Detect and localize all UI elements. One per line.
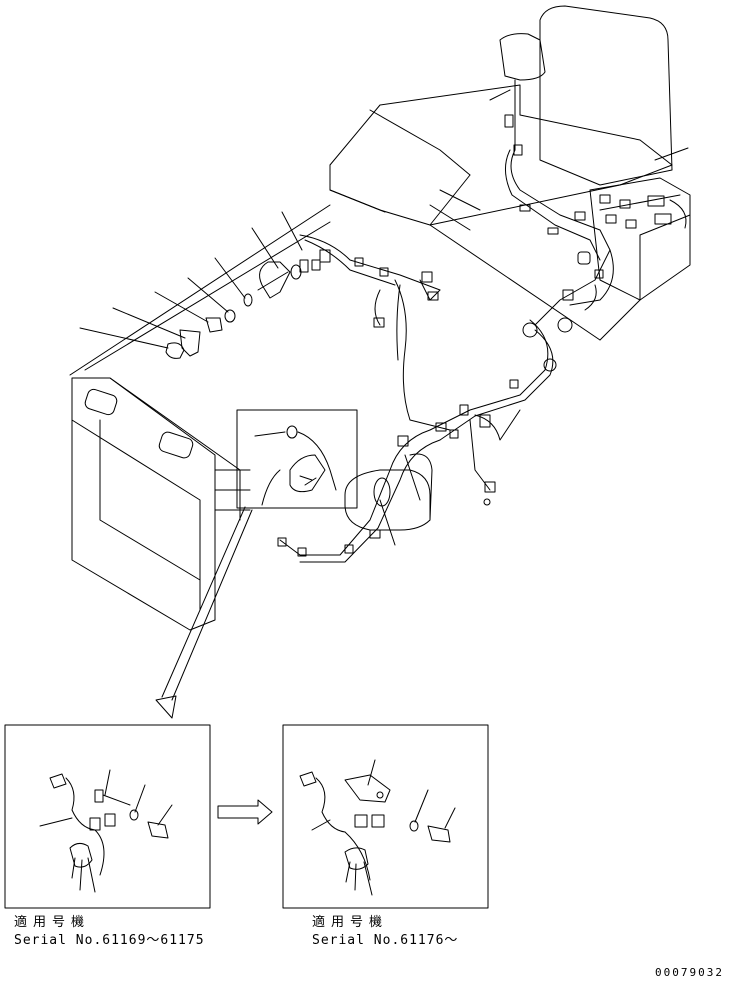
starter-motor <box>344 453 433 531</box>
operator-seat <box>329 5 673 231</box>
detail-inset-box <box>236 409 358 509</box>
transition-arrow <box>217 799 273 825</box>
floor-deck <box>69 204 641 376</box>
detail-panel-2-drawing <box>282 724 489 909</box>
exploded-parts <box>165 259 309 359</box>
detail-panel-1-drawing <box>4 724 211 909</box>
control-box <box>589 177 691 301</box>
radiator-grille <box>71 377 251 631</box>
main-wiring-harness <box>279 79 614 563</box>
leader-lines <box>79 89 689 546</box>
detail-arrow <box>155 506 253 719</box>
harness-connectors <box>277 114 604 557</box>
document-number: 00079032 <box>655 966 724 979</box>
panel-2-applicable-label: 適用号機 <box>312 915 389 930</box>
panel-2-serial-range: Serial No.61176～ <box>312 933 459 948</box>
panel-1-serial-range: Serial No.61169～61175 <box>14 933 205 948</box>
panel-1-applicable-label: 適用号機 <box>14 915 91 930</box>
